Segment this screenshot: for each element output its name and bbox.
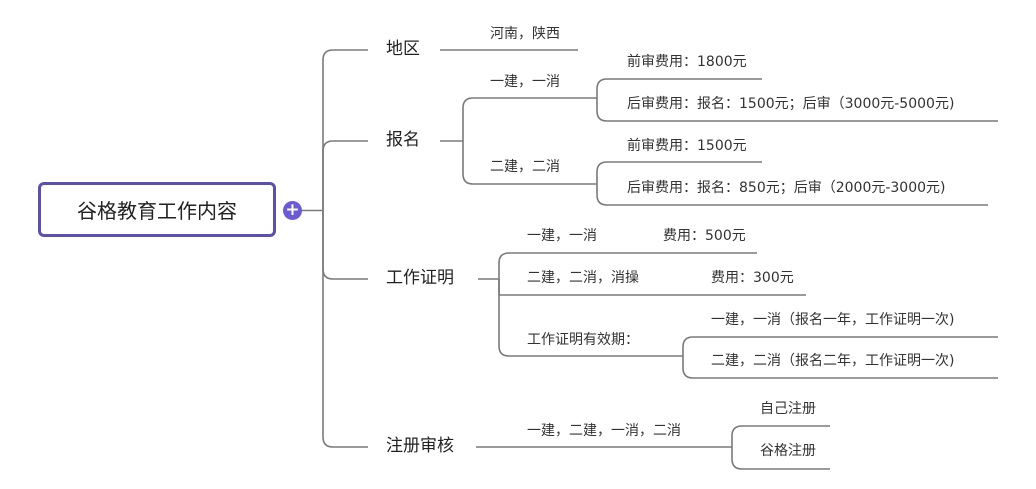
work-cert-fee-1-label[interactable]: 一建，一消 xyxy=(527,228,597,244)
signup-group-2-item-2[interactable]: 后审费用：报名：850元；后审（2000元-3000元) xyxy=(627,180,946,196)
signup-group-1-item-2[interactable]: 后审费用：报名：1500元；后审（3000元-5000元) xyxy=(627,96,955,112)
work-cert-validity-item-1[interactable]: 一建，一消（报名一年，工作证明一次) xyxy=(711,312,955,328)
work-cert-fee-2[interactable]: 费用：300元 xyxy=(711,270,794,286)
signup-group-2[interactable]: 二建，二消 xyxy=(490,159,560,175)
root-topic-label: 谷格教育工作内容 xyxy=(77,199,237,223)
branch-signup[interactable]: 报名 xyxy=(386,130,420,150)
work-cert-validity-item-2[interactable]: 二建，二消（报名二年，工作证明一次) xyxy=(711,353,955,369)
signup-group-1-item-1[interactable]: 前审费用：1800元 xyxy=(627,54,747,70)
signup-group-1[interactable]: 一建，一消 xyxy=(490,74,560,90)
branch-region[interactable]: 地区 xyxy=(386,39,420,59)
work-cert-validity[interactable]: 工作证明有效期： xyxy=(527,332,639,348)
work-cert-fee-2-label[interactable]: 二建，二消，消操 xyxy=(527,270,639,286)
root-topic[interactable]: 谷格教育工作内容 xyxy=(38,182,276,237)
expand-plus-icon[interactable]: + xyxy=(283,201,302,220)
work-cert-fee-1[interactable]: 费用：500元 xyxy=(663,228,746,244)
branch-work-cert[interactable]: 工作证明 xyxy=(386,268,454,288)
registration-item-1[interactable]: 自己注册 xyxy=(760,401,816,417)
signup-group-2-item-1[interactable]: 前审费用：1500元 xyxy=(627,138,747,154)
registration-group[interactable]: 一建，二建，一消，二消 xyxy=(527,423,681,439)
registration-item-2[interactable]: 谷格注册 xyxy=(760,443,816,459)
region-value[interactable]: 河南，陕西 xyxy=(490,26,560,42)
branch-registration[interactable]: 注册审核 xyxy=(386,436,454,456)
